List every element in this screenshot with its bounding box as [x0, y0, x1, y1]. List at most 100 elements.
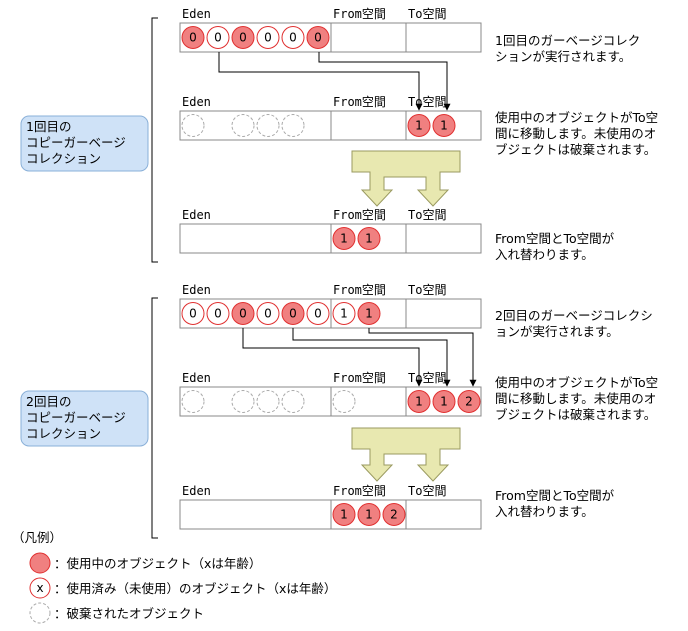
- object-gone: [181, 390, 205, 413]
- object-age: 1: [365, 307, 373, 321]
- area-label-to: To空間: [408, 484, 446, 498]
- description-line: 入れ替わります。: [495, 504, 594, 519]
- object-live: [407, 390, 431, 413]
- object-dead: [181, 302, 205, 325]
- move-arrows-1: [218, 52, 451, 111]
- area-label-from: From空間: [333, 371, 386, 385]
- area-label-eden: Eden: [182, 283, 211, 297]
- object-age: 1: [340, 232, 348, 246]
- move-arrows-2: [242, 328, 477, 387]
- object-dead: [206, 302, 230, 325]
- stage-title-line: コピーガーベージ: [26, 410, 126, 425]
- object-gone: [181, 114, 205, 137]
- description-line: From空間とTo空間が: [495, 231, 615, 246]
- stage-title-line: 2回目の: [26, 394, 71, 409]
- object-age: 2: [465, 395, 473, 409]
- description-line: ションが実行されます。: [495, 49, 631, 64]
- heap-row: Eden From空間 To空間 1 1 2: [179, 484, 482, 530]
- object-live: [231, 302, 255, 325]
- area-label-eden: Eden: [182, 371, 211, 385]
- object-live: [231, 26, 255, 49]
- area-label-eden: Eden: [182, 7, 211, 21]
- object-age: 0: [314, 31, 322, 45]
- object-gone: [231, 390, 255, 413]
- object-gone: [231, 114, 255, 137]
- object-age: 1: [340, 307, 348, 321]
- heap-area-eden: [179, 386, 332, 417]
- object-dead: [256, 26, 280, 49]
- object-dead: [256, 302, 280, 325]
- stage-bracket-1: [151, 17, 158, 263]
- object-age: 2: [390, 508, 398, 522]
- heap-area-to: [405, 22, 482, 53]
- area-label-to: To空間: [408, 95, 446, 109]
- description-6: From空間とTo空間が 入れ替わります。: [495, 488, 615, 519]
- heap-area-eden: [179, 223, 332, 254]
- object-age: 0: [314, 307, 322, 321]
- heap-area-to: [405, 223, 482, 254]
- object-live: [281, 302, 305, 325]
- area-label-from: From空間: [333, 283, 386, 297]
- object-live: [432, 114, 456, 137]
- object-gone: [256, 114, 280, 137]
- heap-area-eden: [179, 22, 332, 53]
- object-live: [181, 26, 205, 49]
- object-age: 1: [415, 395, 423, 409]
- swap-arrow-2: [351, 427, 461, 482]
- object-age: 0: [239, 31, 247, 45]
- legend-dead-circle: [29, 577, 51, 599]
- object-age: 1: [365, 232, 373, 246]
- object-age: 1: [365, 508, 373, 522]
- object-live: [357, 227, 381, 250]
- stage-title-line: 1回目の: [26, 119, 71, 134]
- object-gone: [281, 114, 305, 137]
- description-line: 使用中のオブジェクトがTo空: [495, 375, 658, 390]
- heap-area-eden: [179, 499, 332, 530]
- object-dead: [332, 302, 356, 325]
- object-age: 0: [289, 31, 297, 45]
- description-line: 使用中のオブジェクトがTo空: [495, 110, 658, 125]
- heap-area-to: [405, 499, 482, 530]
- description-line: 間に移動します。未使用のオ: [495, 391, 656, 406]
- legend-gone-text: ：破棄されたオブジェクト: [54, 606, 204, 621]
- object-age: 0: [264, 31, 272, 45]
- object-gone: [332, 390, 356, 413]
- object-dead: [281, 26, 305, 49]
- heap-area-eden: [179, 298, 332, 329]
- legend-dead-text: ：使用済み（未使用）のオブジェクト（xは年齢）: [54, 581, 336, 596]
- stage-title-line: コレクション: [26, 426, 101, 441]
- area-label-eden: Eden: [182, 95, 211, 109]
- legend-item-live: ：使用中のオブジェクト（xは年齢）: [29, 552, 261, 574]
- object-age: 0: [214, 307, 222, 321]
- stage-title-2: 2回目の コピーガーベージ コレクション: [20, 390, 149, 447]
- heap-area-from: [330, 110, 407, 141]
- legend: （凡例） ：使用中のオブジェクト（xは年齢） x ：使用済み（未使用）のオブジェ…: [12, 530, 336, 624]
- object-age: 1: [340, 508, 348, 522]
- description-2: 使用中のオブジェクトがTo空 間に移動します。未使用のオ ブジェクトは破棄されま…: [495, 110, 658, 157]
- object-age: 0: [264, 307, 272, 321]
- description-1: 1回目のガーベージコレク ションが実行されます。: [495, 33, 640, 64]
- object-gone: [256, 390, 280, 413]
- object-live: [306, 26, 330, 49]
- legend-item-dead: x ：使用済み（未使用）のオブジェクト（xは年齢）: [29, 577, 336, 599]
- legend-item-gone: ：破棄されたオブジェクト: [29, 602, 204, 624]
- heap-area-eden: [179, 110, 332, 141]
- area-label-eden: Eden: [182, 484, 211, 498]
- heap-area-to: [405, 298, 482, 329]
- object-age: 0: [239, 307, 247, 321]
- area-label-from: From空間: [333, 484, 386, 498]
- description-line: 間に移動します。未使用のオ: [495, 126, 656, 141]
- description-line: ブジェクトは破棄されます。: [495, 407, 656, 422]
- object-age: 1: [440, 119, 448, 133]
- description-line: 2回目のガーベージコレクシ: [495, 308, 653, 323]
- object-live: [357, 302, 381, 325]
- area-label-from: From空間: [333, 7, 386, 21]
- area-label-to: To空間: [408, 371, 446, 385]
- stage-title-line: コレクション: [26, 151, 101, 166]
